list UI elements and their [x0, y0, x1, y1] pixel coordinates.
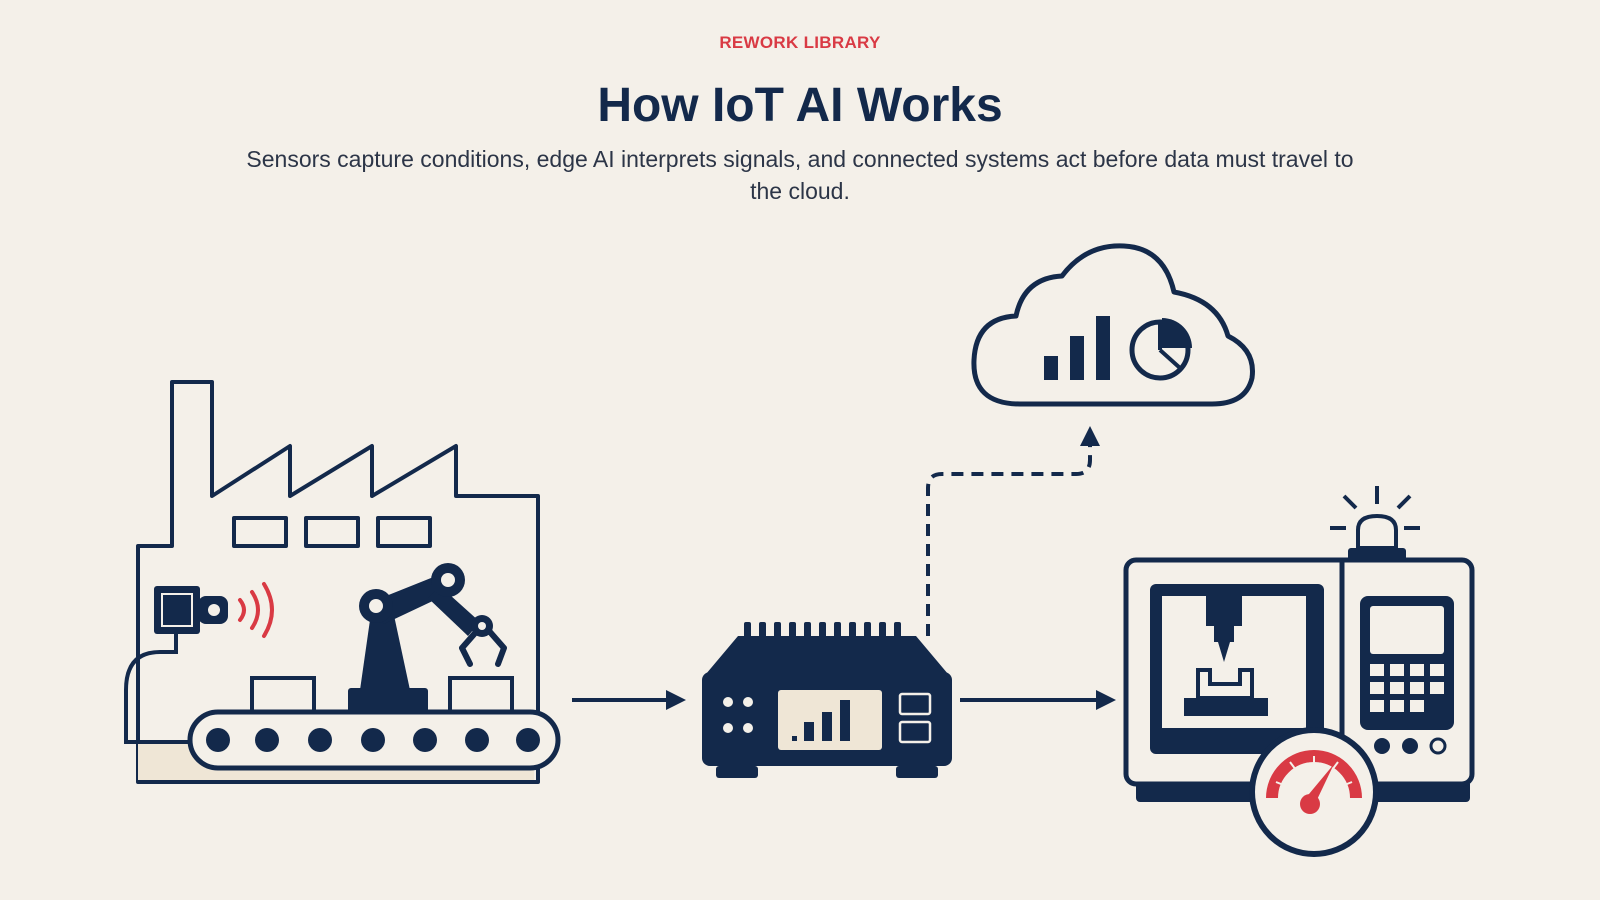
page-title: How IoT AI Works — [597, 79, 1003, 132]
speedometer-gauge-icon — [1249, 727, 1379, 857]
arrow-edge-to-cloud — [926, 426, 1100, 636]
sensor-icon — [124, 582, 274, 744]
robot-arm-icon — [348, 563, 507, 716]
cloud-analytics-icon — [971, 243, 1255, 407]
edge-device-icon — [702, 622, 952, 778]
cnc-machine-icon — [1123, 486, 1475, 857]
conveyor-belt-icon — [187, 676, 561, 771]
page-subtitle: Sensors capture conditions, edge AI inte… — [246, 146, 1354, 204]
eyebrow-label: REWORK LIBRARY — [719, 33, 881, 52]
warning-light-icon — [1330, 486, 1420, 566]
